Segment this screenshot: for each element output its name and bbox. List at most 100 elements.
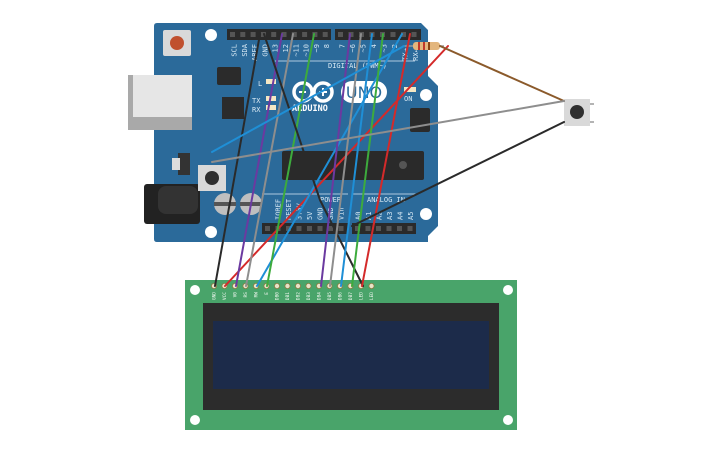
- usb-port: [133, 75, 192, 117]
- wire-button-input[interactable]: [211, 100, 565, 163]
- top-pin-label: 7: [339, 44, 347, 48]
- on-label: ON: [404, 95, 412, 103]
- lcd-pin[interactable]: [284, 282, 291, 289]
- bottom-pin-label: A2: [376, 212, 384, 220]
- header-pin[interactable]: [411, 32, 417, 37]
- wire-d12-lcd-rs[interactable]: [235, 33, 283, 287]
- l-label: L: [258, 80, 262, 88]
- lcd-pin-label: RW: [254, 292, 260, 298]
- header-pin[interactable]: [296, 226, 302, 231]
- wire-gnd-lcd[interactable]: [214, 33, 261, 287]
- lcd-pin-label: LED: [369, 292, 375, 300]
- header-pin[interactable]: [376, 226, 381, 231]
- wire-blue-2[interactable]: [211, 45, 405, 153]
- top-pin-label: SDA: [241, 43, 249, 56]
- bottom-pin-label: GND: [327, 207, 335, 220]
- header-pin[interactable]: [291, 32, 297, 37]
- chip-notch: [399, 161, 407, 169]
- top-pin-label: ~6: [349, 44, 357, 52]
- wire-gray-1[interactable]: [245, 33, 294, 287]
- header-pin[interactable]: [322, 32, 328, 37]
- header-pin[interactable]: [230, 32, 235, 37]
- lcd-pin[interactable]: [368, 282, 375, 289]
- header-pin[interactable]: [286, 226, 291, 231]
- icsp-header: [410, 108, 430, 132]
- header-pin[interactable]: [365, 226, 371, 231]
- pushbutton-2-cap: [570, 105, 584, 119]
- lcd-pin[interactable]: [273, 282, 280, 289]
- wire-button-gnd[interactable]: [351, 121, 565, 227]
- header-pin[interactable]: [386, 226, 392, 231]
- wire-5v-lcd-vcc[interactable]: [224, 45, 449, 287]
- header-pin[interactable]: [348, 32, 354, 37]
- lcd-pin-label: E: [264, 292, 270, 295]
- bottom-pin-label: A5: [407, 212, 415, 220]
- top-pin-label: ~3: [381, 44, 389, 52]
- lcd-pin[interactable]: [305, 282, 312, 289]
- header-pin[interactable]: [271, 32, 277, 37]
- lcd-pin-label: LED: [359, 292, 365, 300]
- analog-label: ANALOG IN: [367, 196, 405, 204]
- header-pin[interactable]: [307, 226, 312, 231]
- bottom-pin-label: A4: [397, 212, 405, 220]
- reset-button[interactable]: [170, 36, 184, 50]
- header-pin[interactable]: [401, 32, 406, 37]
- wire-d2-lcd-db7[interactable]: [351, 33, 384, 287]
- header-pin[interactable]: [265, 226, 270, 231]
- wire-d5-lcd-db4[interactable]: [320, 33, 351, 287]
- usb-chip: [222, 97, 244, 119]
- wires: [211, 33, 565, 287]
- bottom-pin-label: IOREF: [275, 199, 283, 220]
- l-led: [266, 79, 276, 84]
- header-pin[interactable]: [240, 32, 246, 37]
- wire-led-anode[interactable]: [361, 33, 411, 287]
- crystal: [172, 158, 180, 170]
- wire-gnd-lcd-rw[interactable]: [263, 33, 364, 287]
- top-pin-label: AREF: [251, 44, 259, 61]
- bottom-pin-label: A1: [365, 212, 373, 220]
- header-pin[interactable]: [317, 226, 323, 231]
- lcd-pin-label: VCC: [222, 292, 228, 300]
- header-pin[interactable]: [302, 32, 308, 37]
- lcd-pin-label: DB0: [275, 292, 281, 300]
- wire-d11-lcd-e[interactable]: [266, 33, 315, 287]
- lcd-pin[interactable]: [294, 282, 301, 289]
- bottom-pin-label: A0: [355, 212, 363, 220]
- wire-d4-lcd-db5[interactable]: [329, 33, 362, 287]
- wire-d3-lcd-db6[interactable]: [340, 33, 373, 287]
- wire-resistor-button[interactable]: [439, 45, 565, 102]
- header-pin[interactable]: [397, 226, 402, 231]
- header-pin[interactable]: [338, 32, 343, 37]
- power-header: [262, 223, 348, 234]
- pushbutton-2[interactable]: [564, 99, 594, 126]
- header-pin[interactable]: [338, 226, 344, 231]
- bottom-pin-label: 5V: [306, 211, 314, 220]
- top-pin-label: ~11: [292, 44, 300, 57]
- lcd-pin-label: DB7: [348, 292, 354, 300]
- header-pin[interactable]: [281, 32, 287, 37]
- rx-label: RX: [252, 106, 261, 114]
- rx-led: [266, 105, 276, 110]
- resistor[interactable]: [404, 42, 444, 50]
- icsp-header-small: [217, 67, 241, 85]
- pushbutton-1-cap: [205, 171, 219, 185]
- header-pin[interactable]: [328, 226, 333, 231]
- top-pin-label: GND: [261, 44, 269, 57]
- top-pin-label: RX←0: [412, 44, 420, 61]
- header-pin[interactable]: [355, 226, 360, 231]
- bottom-pin-label: GND: [317, 207, 325, 220]
- mounting-hole: [205, 29, 217, 41]
- header-pin[interactable]: [407, 226, 413, 231]
- resistor-band: [418, 42, 420, 50]
- lcd-pin-label: RS: [243, 292, 249, 298]
- mounting-hole: [190, 415, 200, 425]
- top-pin-label: ~10: [303, 44, 311, 57]
- capacitor-band: [214, 202, 236, 206]
- header-pin[interactable]: [390, 32, 396, 37]
- header-pin[interactable]: [250, 32, 256, 37]
- top-pin-label: 8: [323, 44, 331, 48]
- resistor-band: [428, 42, 430, 50]
